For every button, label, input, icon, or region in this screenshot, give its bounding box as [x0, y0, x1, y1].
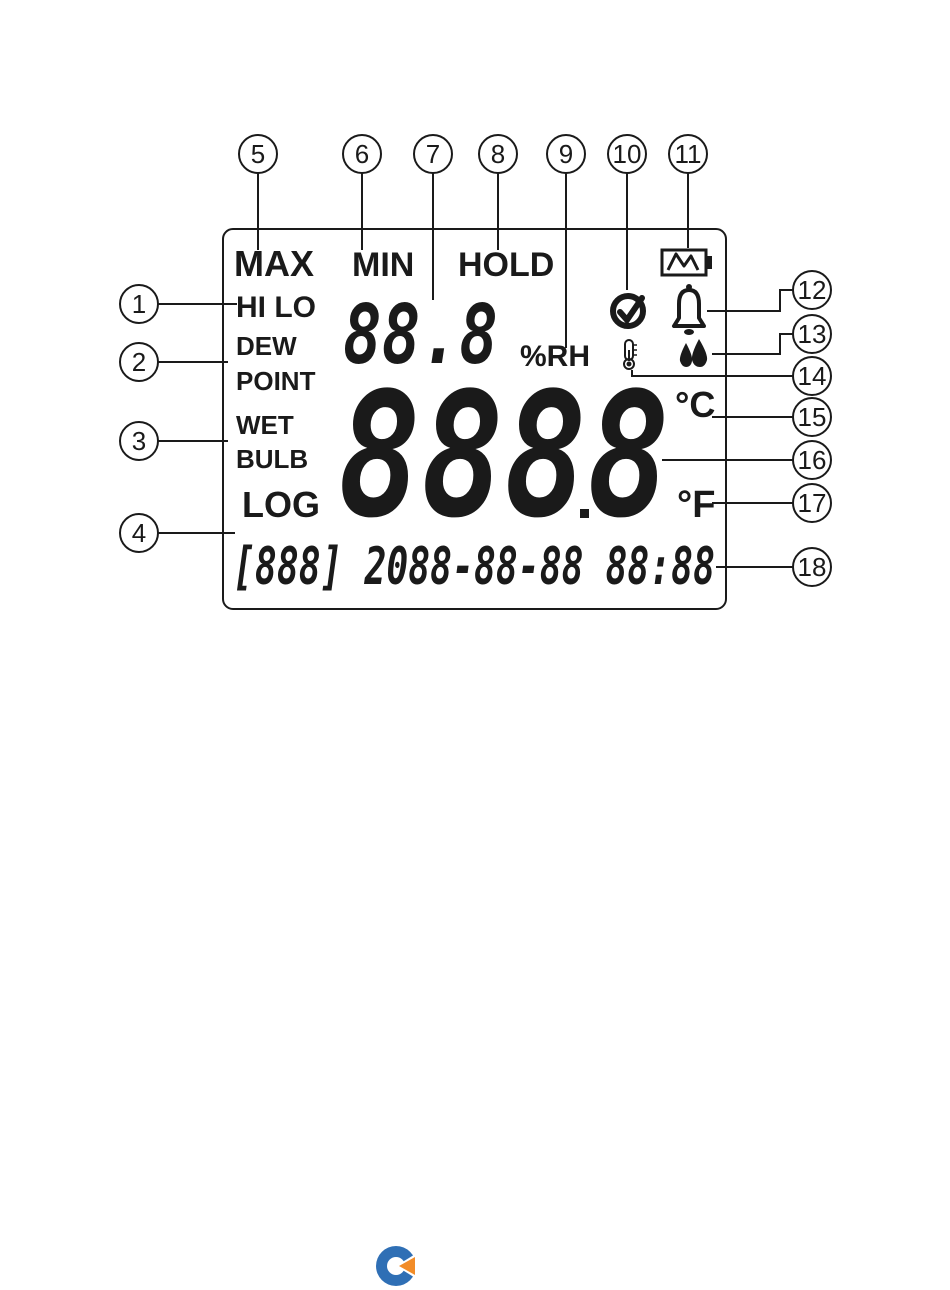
- callout-9: 9: [547, 135, 585, 173]
- alarm-bell-icon: [674, 284, 704, 335]
- svg-text:13: 13: [798, 319, 827, 349]
- humidity-drops-icon: [680, 339, 707, 367]
- svg-text:7: 7: [426, 139, 440, 169]
- callout-14: 14: [793, 357, 831, 395]
- svg-text:15: 15: [798, 402, 827, 432]
- svg-text:11: 11: [675, 139, 702, 169]
- svg-text:12: 12: [798, 275, 827, 305]
- bulb-label: BULB: [236, 444, 308, 474]
- callout-16: 16: [793, 441, 831, 479]
- svg-text:8: 8: [491, 139, 505, 169]
- callout-2: 2: [120, 343, 158, 381]
- callout-17: 17: [793, 484, 831, 522]
- callout-15: 15: [793, 398, 831, 436]
- main-decimal-point: [580, 509, 589, 518]
- callout-4: 4: [120, 514, 158, 552]
- callout-3: 3: [120, 422, 158, 460]
- svg-text:1: 1: [132, 289, 146, 319]
- svg-text:2: 2: [132, 347, 146, 377]
- svg-text:5: 5: [251, 139, 265, 169]
- callout-10: 10: [608, 135, 646, 173]
- hold-label: HOLD: [458, 246, 554, 284]
- hi-lo-label: HI LO: [236, 291, 316, 324]
- callout-11: 11: [669, 135, 707, 173]
- callout-8: 8: [479, 135, 517, 173]
- svg-text:16: 16: [798, 445, 827, 475]
- log-label: LOG: [242, 484, 320, 525]
- callout-12: 12: [793, 271, 831, 309]
- svg-text:14: 14: [798, 361, 827, 391]
- logo-icon: [375, 1245, 417, 1287]
- svg-text:10: 10: [613, 139, 642, 169]
- callout-6: 6: [343, 135, 381, 173]
- auto-off-icon: [613, 296, 643, 326]
- battery-icon: [662, 250, 712, 275]
- callout-7: 7: [414, 135, 452, 173]
- svg-text:17: 17: [798, 488, 827, 518]
- callout-18: 18: [793, 548, 831, 586]
- max-label: MAX: [234, 243, 314, 284]
- svg-text:9: 9: [559, 139, 573, 169]
- svg-text:4: 4: [132, 518, 146, 548]
- dew-label: DEW: [236, 331, 297, 361]
- deg-c-label: °C: [675, 384, 715, 425]
- deg-f-label: °F: [677, 484, 715, 526]
- svg-text:6: 6: [355, 139, 369, 169]
- callout-5: 5: [239, 135, 277, 173]
- svg-text:3: 3: [132, 426, 146, 456]
- date-time-row: [888] 2088-88-88 88:88: [233, 537, 715, 597]
- main-digits: 8888: [338, 355, 670, 556]
- point-label: POINT: [236, 366, 316, 396]
- svg-text:18: 18: [798, 552, 827, 582]
- callout-1: 1: [120, 285, 158, 323]
- wet-label: WET: [236, 410, 294, 440]
- callout-13: 13: [793, 315, 831, 353]
- min-label: MIN: [352, 246, 414, 284]
